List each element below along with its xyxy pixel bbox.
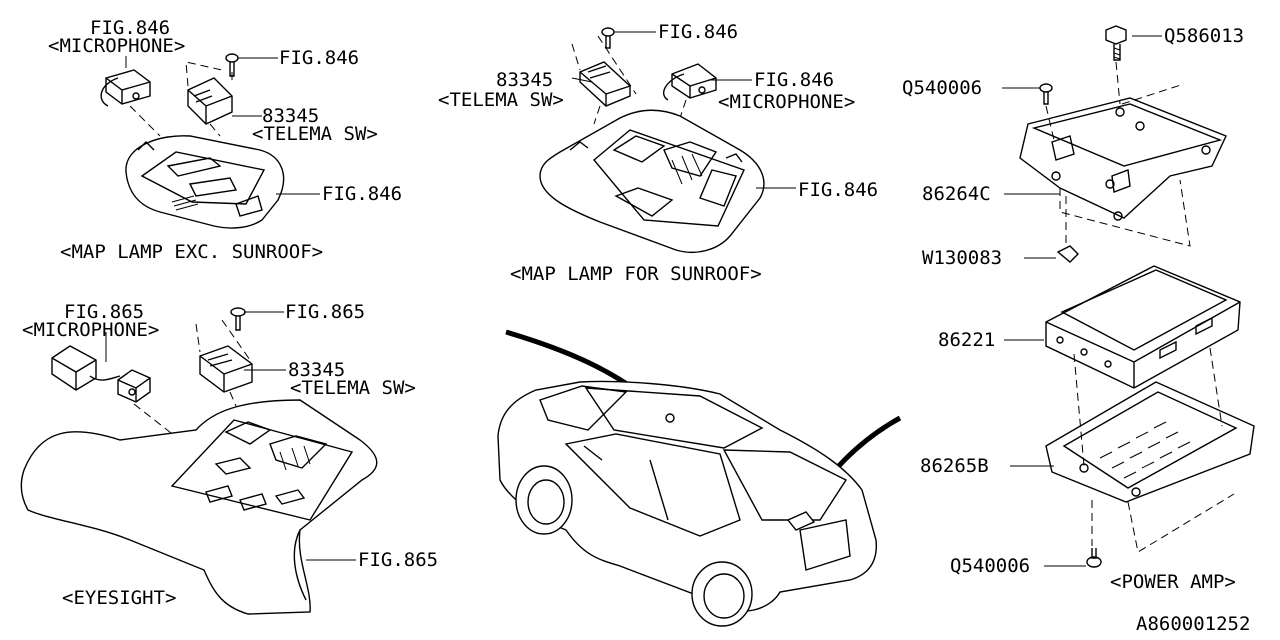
group-caption: <MAP LAMP EXC. SUNROOF>: [60, 241, 323, 263]
telema-name-label: <TELEMA SW>: [438, 89, 564, 111]
tray-part-number: 86265B: [920, 455, 989, 477]
lamp-fig-label: FIG.846: [798, 179, 878, 201]
screw-part: [601, 27, 615, 49]
screw-part: [230, 307, 246, 331]
mic-name-label: <MICROPHONE>: [22, 319, 159, 341]
screw-fig-label: FIG.846: [658, 21, 738, 43]
telema-switch-part: [187, 77, 233, 125]
screw-part: [1039, 83, 1053, 105]
power-amp-unit: [1045, 265, 1241, 389]
mic-name-label: <MICROPHONE>: [718, 91, 855, 113]
amp-tray: [1045, 381, 1255, 503]
group-caption: <EYESIGHT>: [62, 587, 176, 609]
group-caption: <MAP LAMP FOR SUNROOF>: [510, 263, 762, 285]
lamp-fig-label: FIG.846: [322, 183, 402, 205]
group-caption: <POWER AMP>: [1110, 571, 1236, 593]
screw-part-number: Q540006: [950, 555, 1030, 577]
telema-part-number: 83345: [262, 105, 319, 127]
group-power-amp: 86221 86265B Q540006 <POWER AMP>: [920, 265, 1255, 593]
console-fig-label: FIG.865: [358, 549, 438, 571]
telema-part-number: 83345: [288, 359, 345, 381]
bolt-part: [1105, 25, 1127, 61]
mic-fig-label: FIG.846: [754, 69, 834, 91]
group-map-lamp-exc-sunroof: FIG.846 <MICROPHONE> FIG.846 83345 <TELE…: [48, 17, 402, 263]
telema-name-label: <TELEMA SW>: [252, 123, 378, 145]
group-bracket: Q586013 Q540006 86264C W130083: [902, 25, 1244, 269]
telema-part-number: 83345: [496, 69, 553, 91]
screw-part: [1086, 548, 1102, 568]
amp-part-number: 86221: [938, 329, 995, 351]
telema-name-label: <TELEMA SW>: [290, 377, 416, 399]
microphone-part: [100, 69, 151, 107]
telema-switch-part: [199, 345, 253, 393]
diagram-id-code: A860001252: [1136, 613, 1250, 635]
mic-fig-label: FIG.865: [64, 301, 144, 323]
screw-fig-label: FIG.846: [279, 47, 359, 69]
group-eyesight: FIG.865 <MICROPHONE> FIG.865 83345 <TELE…: [20, 301, 438, 615]
bracket-part-number: 86264C: [922, 183, 991, 205]
sunroof-lamp-housing: [539, 109, 765, 254]
screw-part-number: Q540006: [902, 77, 982, 99]
clip-part-number: W130083: [922, 247, 1002, 269]
microphone-part: [663, 63, 717, 101]
group-map-lamp-for-sunroof: FIG.846 83345 <TELEMA SW> FIG.846 <MICRO…: [438, 21, 878, 285]
mic-name-label: <MICROPHONE>: [48, 35, 185, 57]
bracket-part: [1019, 97, 1227, 221]
microphone-part: [51, 345, 151, 403]
bolt-part-number: Q586013: [1164, 25, 1244, 47]
overhead-console: [20, 399, 378, 615]
screw-fig-label: FIG.865: [285, 301, 365, 323]
vehicle-illustration: [497, 329, 902, 627]
clip-part: [1056, 245, 1079, 263]
mic-fig-label: FIG.846: [90, 17, 170, 39]
telema-switch-part: [579, 61, 631, 107]
map-lamp-housing: [125, 135, 285, 229]
